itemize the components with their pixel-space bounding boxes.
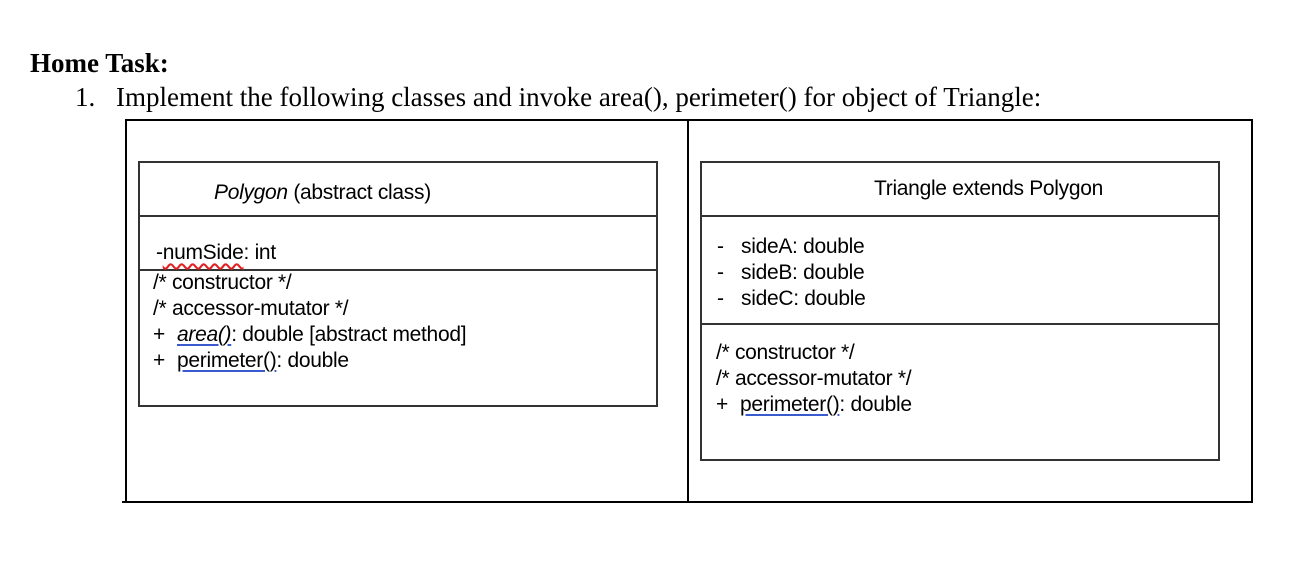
triangle-attribute-visibility: - (717, 287, 724, 310)
table-bottom-line (122, 501, 1253, 503)
polygon-area-name: area() (177, 323, 232, 346)
task-item: 1. Implement the following classes and in… (75, 80, 1041, 114)
polygon-attribute-separator (138, 269, 658, 271)
polygon-method-perimeter: + perimeter(): double (153, 348, 349, 374)
triangle-attribute-separator (700, 323, 1220, 325)
triangle-perimeter-name: perimeter() (740, 393, 840, 416)
triangle-attribute-visibility: - (717, 261, 724, 284)
triangle-attribute-sidea: -sideA: double (717, 234, 865, 260)
triangle-title-separator (700, 215, 1220, 217)
triangle-class-box (700, 161, 1220, 461)
polygon-comment-accessor: /* accessor-mutator */ (153, 297, 349, 320)
table-divider (687, 119, 689, 503)
triangle-attribute-sidec: -sideC: double (717, 286, 866, 312)
polygon-attribute-type: : int (243, 241, 277, 264)
triangle-comment-accessor: /* accessor-mutator */ (716, 367, 912, 390)
triangle-attribute-sideb: -sideB: double (717, 260, 865, 286)
triangle-attribute-text: sideA: double (741, 235, 865, 258)
triangle-class-title: Triangle extends Polygon (874, 177, 1103, 200)
triangle-perimeter-visibility: + (716, 393, 728, 416)
polygon-attribute-prefix: - (156, 241, 163, 264)
polygon-method-area: + area(): double [abstract method] (153, 322, 467, 348)
polygon-class-box (138, 161, 658, 407)
home-task-heading: Home Task: (30, 48, 169, 78)
polygon-area-visibility: + (153, 323, 165, 346)
triangle-attribute-visibility: - (717, 235, 724, 258)
triangle-attribute-text: sideC: double (741, 287, 866, 310)
diagram-table (125, 119, 1253, 503)
task-number: 1. (75, 82, 96, 112)
polygon-attribute-numside: -numSide: int (156, 240, 276, 266)
triangle-attribute-text: sideB: double (741, 261, 865, 284)
polygon-perimeter-signature: : double (276, 349, 349, 372)
polygon-perimeter-visibility: + (153, 349, 165, 372)
triangle-comment-constructor: /* constructor */ (716, 341, 855, 364)
polygon-class-kind: (abstract class) (287, 181, 431, 204)
polygon-class-name: Polygon (214, 181, 288, 204)
polygon-title-separator (138, 215, 658, 217)
polygon-comment-constructor: /* constructor */ (153, 271, 292, 294)
task-text: Implement the following classes and invo… (116, 82, 1042, 112)
polygon-attribute-name: numSide (162, 241, 244, 264)
polygon-class-title: Polygon (abstract class) (214, 180, 431, 206)
polygon-area-signature: : double [abstract method] (231, 323, 467, 346)
polygon-perimeter-name: perimeter() (177, 349, 277, 372)
triangle-perimeter-signature: : double (839, 393, 912, 416)
triangle-method-perimeter: + perimeter(): double (716, 392, 912, 418)
